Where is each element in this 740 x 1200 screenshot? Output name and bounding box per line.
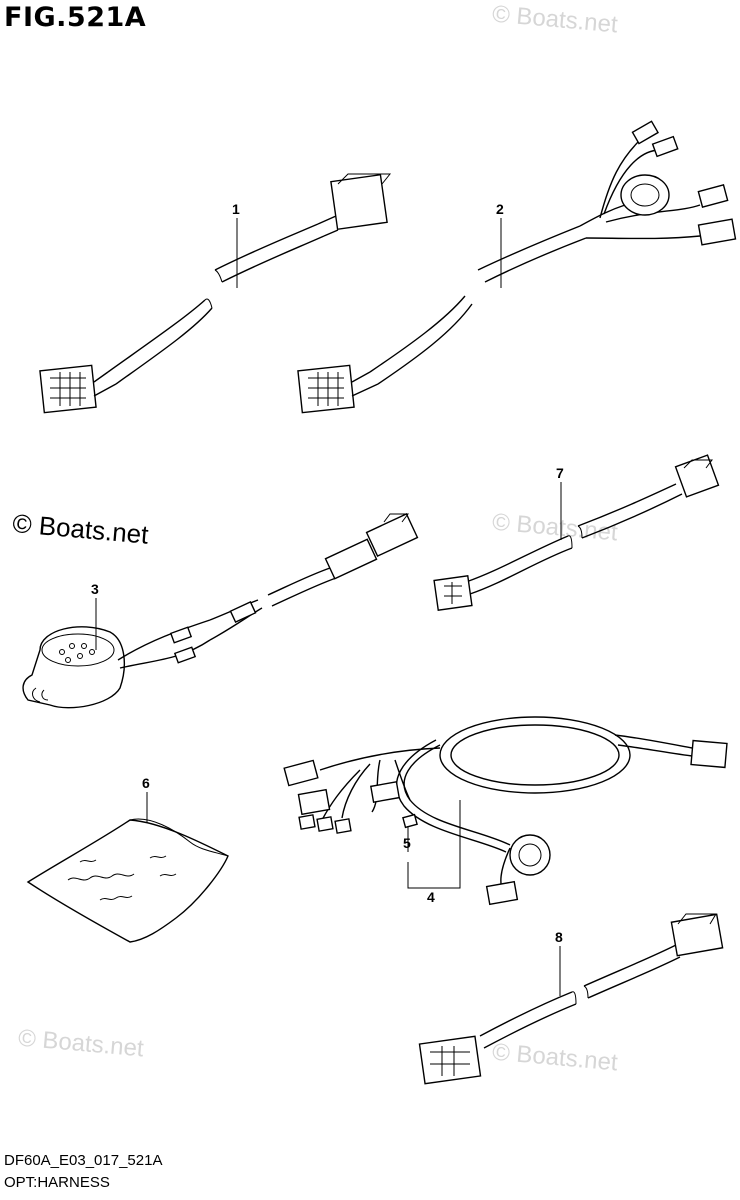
part-5-fuse xyxy=(402,813,418,829)
callout-4: 4 xyxy=(427,889,435,905)
callout-1: 1 xyxy=(232,201,240,217)
leader-lines xyxy=(95,218,562,996)
callout-8: 8 xyxy=(555,929,563,945)
part-3-sensor xyxy=(22,512,419,709)
part-2-harness xyxy=(297,120,737,414)
callout-7: 7 xyxy=(556,465,564,481)
figure-code: DF60A_E03_017_521A xyxy=(4,1152,163,1169)
callout-3: 3 xyxy=(91,581,99,597)
part-7-harness xyxy=(433,454,720,612)
figure-title: FIG.521A xyxy=(4,2,147,33)
part-6-bag xyxy=(26,818,229,943)
figure-name: OPT:HARNESS xyxy=(4,1174,110,1191)
part-1-harness xyxy=(39,173,392,414)
callout-5: 5 xyxy=(403,835,411,851)
part-8-harness xyxy=(418,913,724,1085)
callout-2: 2 xyxy=(496,201,504,217)
callout-6: 6 xyxy=(142,775,150,791)
part-4-main-harness xyxy=(283,716,728,906)
